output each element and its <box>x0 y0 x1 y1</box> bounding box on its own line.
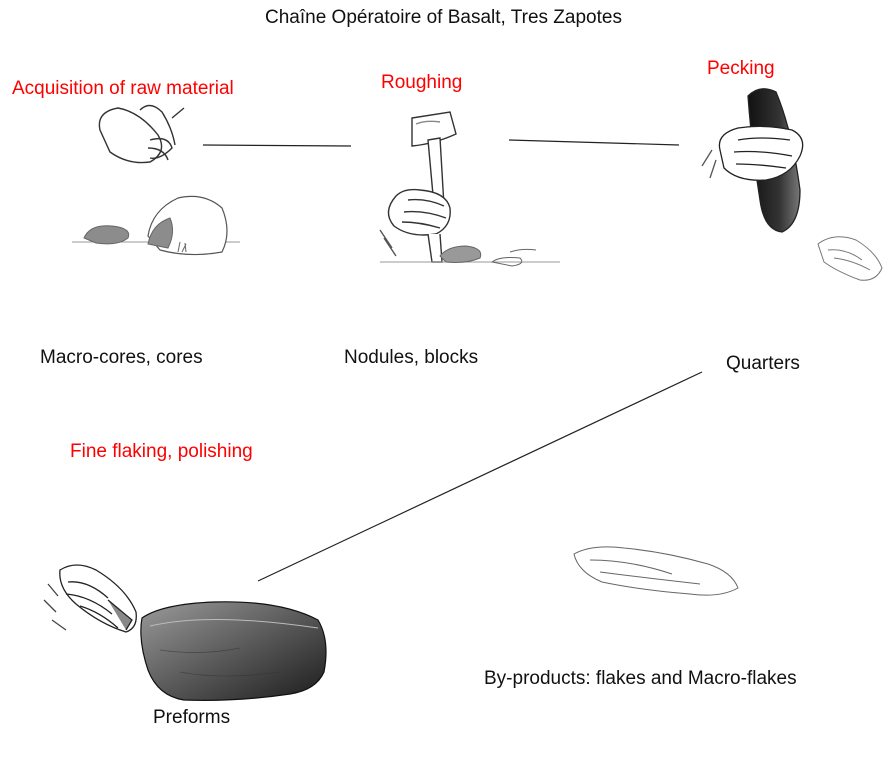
hand-pecking-stone-icon <box>702 89 803 232</box>
stage-acquisition-label: Acquisition of raw material <box>12 78 234 100</box>
nodules-ground-icon <box>380 246 560 266</box>
product-preforms-label: Preforms <box>153 707 230 729</box>
hand-axe-icon <box>380 112 456 262</box>
preform-block-icon <box>141 602 326 701</box>
product-nodules-label: Nodules, blocks <box>344 347 478 369</box>
product-by-products-label: By-products: flakes and Macro-flakes <box>484 668 797 690</box>
hand-holding-stone-icon <box>99 105 184 162</box>
boulder-ground-icon <box>72 196 240 254</box>
quarter-flake-icon <box>818 237 882 280</box>
stage-roughing-label: Roughing <box>381 72 462 94</box>
product-macro-cores-label: Macro-cores, cores <box>40 347 203 369</box>
product-quarters-label: Quarters <box>726 353 800 375</box>
stage-pecking-label: Pecking <box>707 58 775 80</box>
connector-acquisition-roughing <box>203 145 351 146</box>
connector-roughing-pecking <box>509 140 679 145</box>
stage-fine-flaking-label: Fine flaking, polishing <box>70 441 253 463</box>
diagram-title: Chaîne Opératoire of Basalt, Tres Zapote… <box>265 7 622 29</box>
hand-hammerstone-icon <box>44 565 136 632</box>
flake-icon <box>574 547 738 595</box>
